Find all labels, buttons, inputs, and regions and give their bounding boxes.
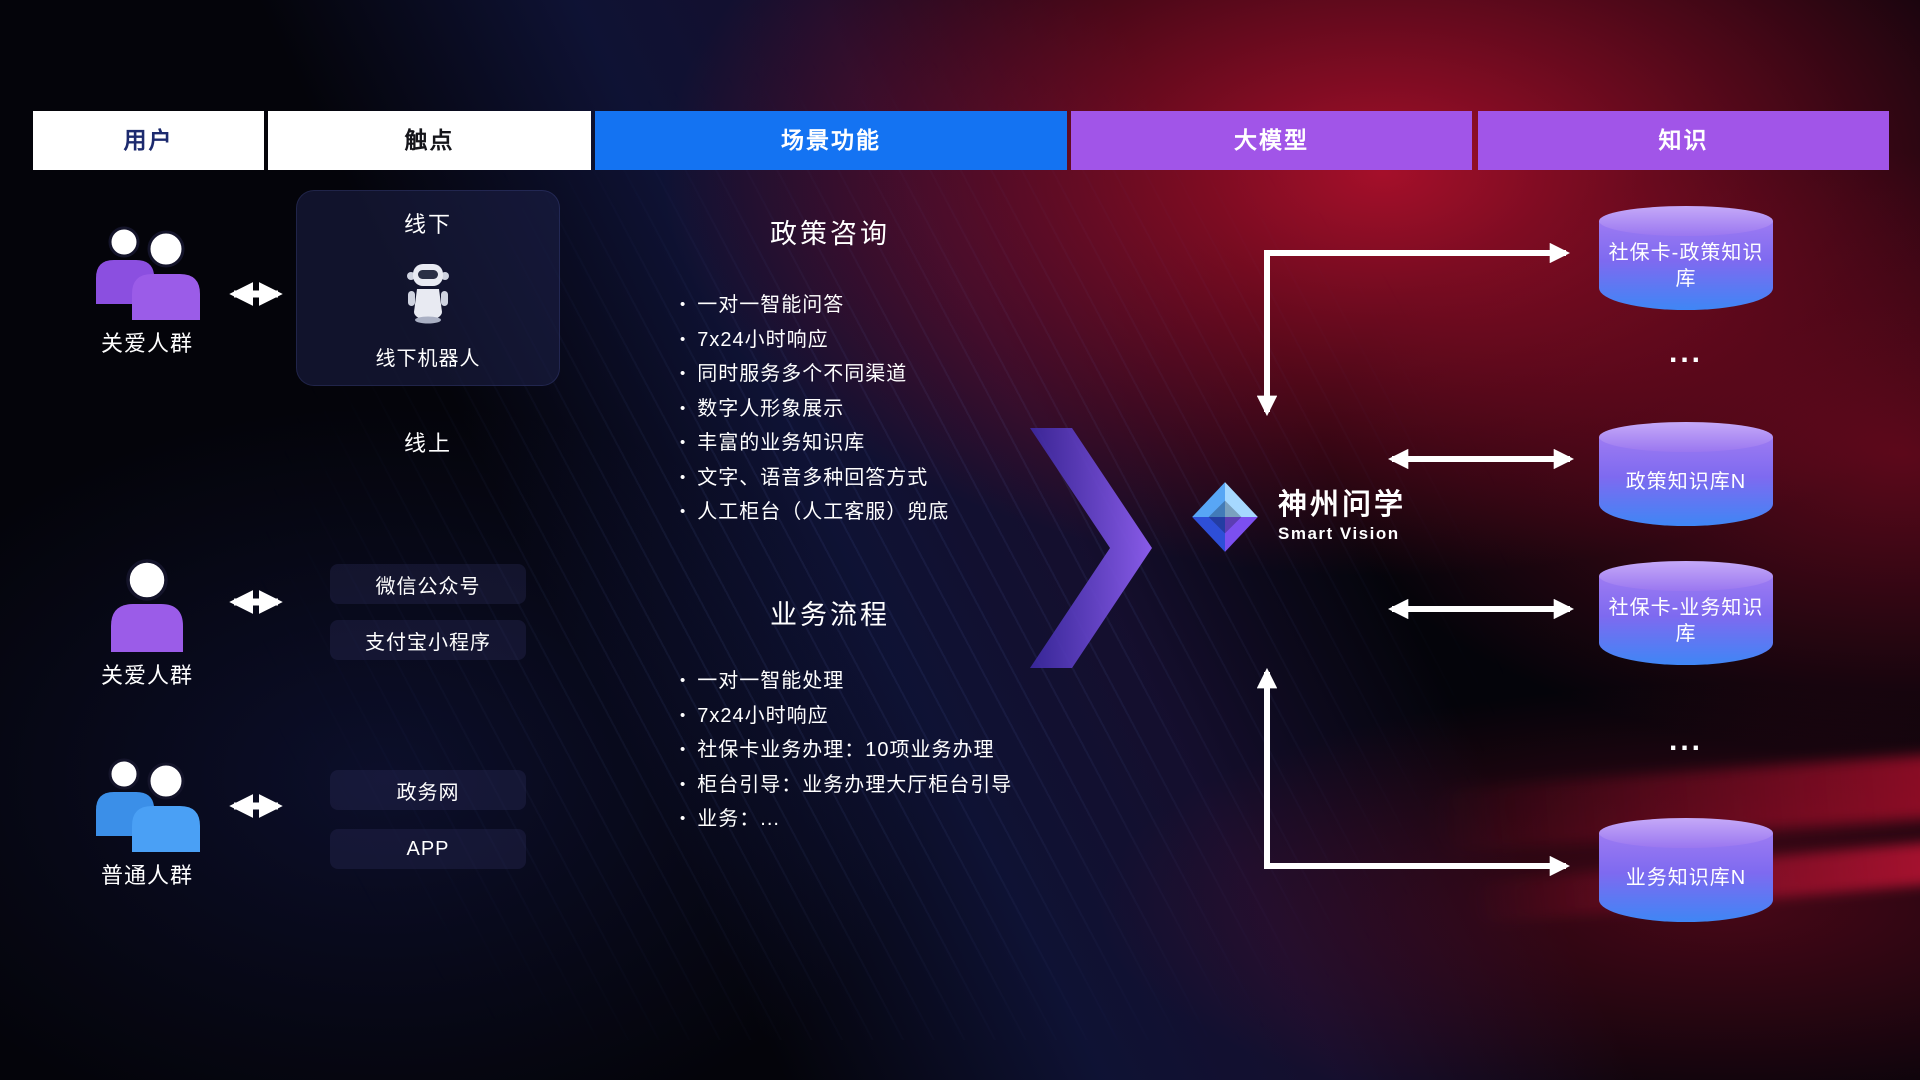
scene-bullet: 同时服务多个不同渠道 xyxy=(680,358,949,393)
header-users: 用户 xyxy=(33,111,264,170)
scene-bullet: 数字人形象展示 xyxy=(680,393,949,428)
scene-bullet: 一对一智能处理 xyxy=(680,665,1012,700)
cylinder-cap xyxy=(1599,422,1773,452)
scene-business-list: 一对一智能处理 7x24小时响应 社保卡业务办理：10项业务办理 柜台引导：业务… xyxy=(680,665,1012,838)
model-subtitle: Smart Vision xyxy=(1278,524,1400,544)
model-block: 神州问学 Smart Vision xyxy=(1186,478,1406,556)
model-name: 神州问学 xyxy=(1278,488,1407,521)
header-large-model: 大模型 xyxy=(1071,111,1472,170)
user-care-group-1: 关爱人群 xyxy=(72,216,222,358)
cylinder-cap xyxy=(1599,206,1773,236)
user-label: 关爱人群 xyxy=(100,663,193,688)
header-knowledge: 知识 xyxy=(1478,111,1889,170)
scene-bullet: 社保卡业务办理：10项业务办理 xyxy=(680,734,1012,769)
kb-sscard-business: 社保卡-业务知识库 xyxy=(1599,561,1773,665)
scene-policy-list: 一对一智能问答 7x24小时响应 同时服务多个不同渠道 数字人形象展示 丰富的业… xyxy=(680,289,949,531)
channel-alipay-miniapp: 支付宝小程序 xyxy=(330,620,526,660)
header-touchpoints: 触点 xyxy=(268,111,591,170)
cylinder-cap xyxy=(1599,818,1773,848)
offline-title: 线下 xyxy=(403,212,452,237)
scene-bullet: 文字、语音多种回答方式 xyxy=(680,462,949,497)
people-group-icon xyxy=(96,758,200,852)
scene-title-policy: 政策咨询 xyxy=(770,219,890,249)
scene-bullet: 人工柜台（人工客服）兜底 xyxy=(680,496,949,531)
smart-vision-logo-icon xyxy=(1192,482,1258,552)
user-care-group-2: 关爱人群 xyxy=(72,552,222,690)
kb-label: 社保卡-政策知识库 xyxy=(1608,242,1764,290)
kb-ellipsis: ... xyxy=(1668,336,1703,369)
kb-ellipsis: ... xyxy=(1668,724,1703,757)
offline-touchpoint-card: 线下 线下机器人 xyxy=(296,190,560,386)
flow-arrow-icon xyxy=(1030,428,1152,668)
header-scene-functions: 场景功能 xyxy=(595,111,1067,170)
scene-bullet: 丰富的业务知识库 xyxy=(680,427,949,462)
kb-label: 业务知识库N xyxy=(1625,867,1747,889)
channel-app: APP xyxy=(330,829,526,869)
scene-title-business: 业务流程 xyxy=(770,600,890,630)
person-icon xyxy=(111,559,183,652)
online-title: 线上 xyxy=(403,431,452,456)
user-general-group: 普通人群 xyxy=(72,748,222,890)
robot-icon xyxy=(407,263,449,323)
kb-label: 社保卡-业务知识库 xyxy=(1608,597,1764,645)
channel-wechat: 微信公众号 xyxy=(330,564,526,604)
model-text: 神州问学 Smart Vision xyxy=(1278,488,1407,545)
kb-business-n: 业务知识库N xyxy=(1599,818,1773,922)
offline-robot-label: 线下机器人 xyxy=(375,348,481,370)
scene-bullet: 7x24小时响应 xyxy=(680,324,949,359)
kb-label: 政策知识库N xyxy=(1625,471,1747,493)
kb-sscard-policy: 社保卡-政策知识库 xyxy=(1599,206,1773,310)
cylinder-cap xyxy=(1599,561,1773,591)
channel-gov-web: 政务网 xyxy=(330,770,526,810)
scene-bullet: 一对一智能问答 xyxy=(680,289,949,324)
scene-bullet: 柜台引导：业务办理大厅柜台引导 xyxy=(680,769,1012,804)
people-group-icon xyxy=(96,226,200,320)
user-label: 关爱人群 xyxy=(100,331,193,356)
user-label: 普通人群 xyxy=(100,863,193,888)
kb-policy-n: 政策知识库N xyxy=(1599,422,1773,526)
scene-bullet: 业务：... xyxy=(680,803,1012,838)
scene-bullet: 7x24小时响应 xyxy=(680,700,1012,735)
